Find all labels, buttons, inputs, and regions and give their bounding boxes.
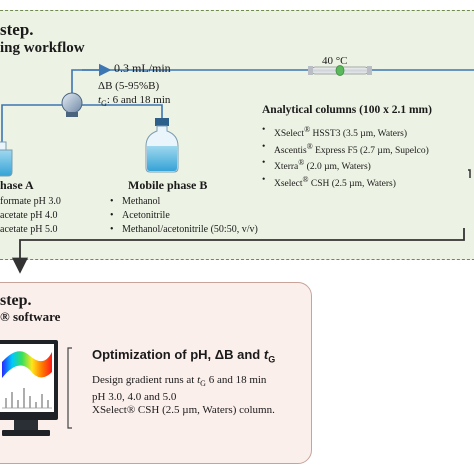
description-line: XSelect® CSH (2.5 µm, Waters) column.: [92, 404, 275, 417]
columns-list: XSelect® HSST3 (3.5 µm, Waters) Ascentis…: [262, 124, 429, 191]
gradient-time-label: tG: 6 and 18 min: [98, 94, 171, 109]
step2-heading-line2: ® software: [0, 309, 61, 324]
step1-heading-line1: step.: [0, 20, 34, 39]
step2-heading-line1: step.: [0, 292, 32, 309]
monitor-icon: [0, 340, 58, 436]
optimization-description: Design gradient runs at tG 6 and 18 min …: [92, 374, 275, 418]
bottle-a-line: [1, 104, 62, 145]
column-item: Ascentis® Express F5 (2.7 µm, Supelco): [262, 141, 429, 158]
description-line: Design gradient runs at tG 6 and 18 min: [92, 374, 267, 389]
description-line: pH 3.0, 4.0 and 5.0: [92, 390, 177, 403]
mobile-phase-b-item: Methanol: [110, 195, 258, 209]
right-edge-marker: [468, 169, 471, 178]
flow-rate-label: 0.3 mL/min: [114, 61, 171, 75]
gradient-range-label: ΔB (5-95%B): [98, 80, 160, 92]
step1-heading-line2: ing workflow: [0, 40, 85, 56]
return-line: [11, 228, 465, 274]
column-item: Xterra® (2.0 µm, Waters): [262, 157, 429, 174]
analytical-column-icon: [308, 65, 372, 76]
mobile-phase-a-item: formate pH 3.0: [0, 196, 61, 207]
column-temperature-label: 40 °C: [322, 55, 348, 67]
optimization-title: Optimization of pH, ΔB and tG: [92, 347, 276, 365]
mobile-phase-a-item: acetate pH 4.0: [0, 210, 58, 221]
mobile-phase-b-title: Mobile phase B: [128, 178, 208, 192]
columns-title: Analytical columns (100 x 2.1 mm): [262, 104, 432, 116]
mobile-phase-a-bottle-icon: [0, 141, 13, 177]
mobile-phase-b-item: Acetonitrile: [110, 209, 258, 223]
mobile-phase-a-item: acetate pH 5.0: [0, 224, 58, 235]
mobile-phase-b-item: Methanol/acetonitrile (50:50, v/v): [110, 223, 258, 237]
mobile-phase-a-list: formate pH 3.0 acetate pH 4.0 acetate pH…: [0, 195, 61, 237]
mobile-phase-b-list: Methanol Acetonitrile Methanol/acetonitr…: [110, 195, 258, 237]
bracket-line: [67, 347, 72, 429]
column-item: XSelect® HSST3 (3.5 µm, Waters): [262, 124, 429, 141]
column-item: Xselect® CSH (2.5 µm, Waters): [262, 174, 429, 191]
mobile-phase-a-title: hase A: [0, 178, 34, 192]
pump-icon: [61, 92, 83, 117]
mobile-phase-b-bottle-icon: [145, 118, 179, 173]
